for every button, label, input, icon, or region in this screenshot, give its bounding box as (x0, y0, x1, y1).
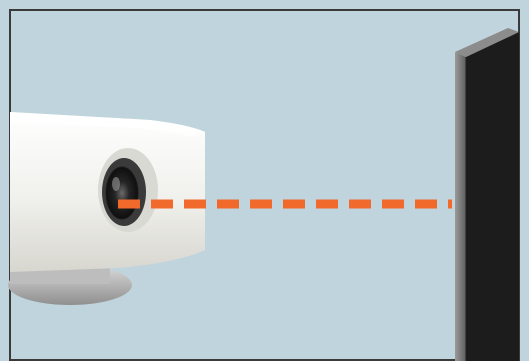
beam-dash (217, 199, 239, 209)
lens-glint (112, 177, 120, 191)
projector-icon (8, 112, 205, 305)
beam-dash (316, 199, 338, 209)
projection-beam-icon (118, 199, 452, 209)
beam-dash (118, 199, 140, 209)
beam-dash (283, 199, 305, 209)
screen-panel-icon (455, 28, 519, 361)
beam-dash (250, 199, 272, 209)
screen-side-edge (455, 52, 466, 361)
beam-dash (151, 199, 173, 209)
beam-dash (415, 199, 437, 209)
beam-dash (184, 199, 206, 209)
beam-dash (349, 199, 371, 209)
beam-dash (382, 199, 404, 209)
beam-dash (448, 199, 452, 209)
projector-top-highlight (10, 112, 205, 136)
projector-lens (105, 166, 139, 220)
screen-top-edge (455, 28, 519, 57)
screen-face (466, 32, 519, 361)
